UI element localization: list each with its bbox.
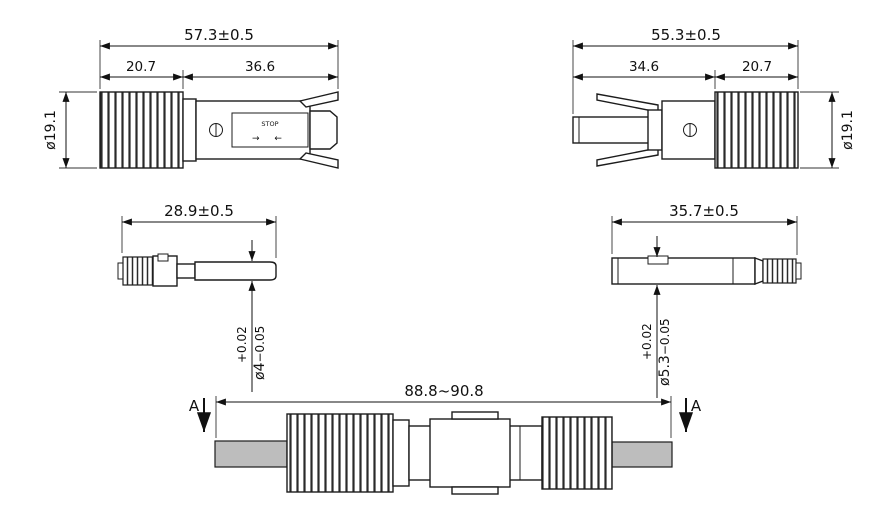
view-mated-assembly: 88.8~90.8 A A xyxy=(189,382,702,495)
dim-total-label: 28.9±0.5 xyxy=(164,202,234,220)
socket-taper xyxy=(754,256,764,286)
pin-tol-upper: +0.02 xyxy=(235,326,249,363)
socket-dia-base: ø5.3 xyxy=(657,355,673,386)
socket-tol-lower: −0.05 xyxy=(658,318,672,355)
socket-diameter-label: ø5.3−0.05 xyxy=(657,318,673,386)
socket-tail xyxy=(795,262,802,280)
dim-diameter-label: ø19.1 xyxy=(840,110,856,150)
socket-tol-upper: +0.02 xyxy=(640,323,654,360)
coupler-latch-top xyxy=(451,411,499,420)
female-grip-nut xyxy=(99,91,184,169)
dim-total-label: 35.7±0.5 xyxy=(669,202,739,220)
pin-collar-notch xyxy=(157,253,169,262)
cable-right xyxy=(611,441,673,468)
socket-crimp-barrel xyxy=(762,258,797,284)
pin-tail xyxy=(117,262,124,280)
view-connector-female: STOP → ← 57.3±0.5 20.7 36.6 ø19.1 xyxy=(43,26,339,169)
section-label-right: A xyxy=(691,397,702,415)
male-oring-collar xyxy=(647,109,663,151)
dim-seg1-label: 20.7 xyxy=(126,59,156,75)
female-latch-top xyxy=(298,91,339,108)
dim-total-label: 57.3±0.5 xyxy=(184,26,254,44)
cable-left xyxy=(214,440,288,468)
view-connector-male: 55.3±0.5 34.6 20.7 ø19.1 xyxy=(572,26,856,169)
female-latch-bottom xyxy=(298,152,339,169)
male-barrel xyxy=(572,116,651,144)
pin-tol-lower: −0.05 xyxy=(253,326,267,363)
pin-shaft xyxy=(194,261,277,281)
socket-latch-window xyxy=(647,255,669,265)
female-label-panel xyxy=(231,112,309,148)
stop-label: STOP xyxy=(261,120,278,128)
assembly-coupler-shell xyxy=(429,418,511,488)
dim-seg2-label: 20.7 xyxy=(742,59,772,75)
male-grip-nut xyxy=(714,91,799,169)
view-socket-contact: 35.7±0.5 +0.02 ø5.3−0.05 xyxy=(611,202,802,398)
dim-seg2-label: 36.6 xyxy=(245,59,275,75)
coupler-latch-bottom xyxy=(451,486,499,495)
panel-arrows-icon: → ← xyxy=(252,134,288,144)
assembly-grip-right xyxy=(541,416,613,490)
female-nose xyxy=(309,110,338,150)
dim-seg1-label: 34.6 xyxy=(629,59,659,75)
section-label-left: A xyxy=(189,397,200,415)
pin-dia-base: ø4 xyxy=(252,362,268,380)
female-collar xyxy=(182,98,197,162)
assembly-collar-left xyxy=(392,419,410,487)
dim-total-label: 55.3±0.5 xyxy=(651,26,721,44)
pin-neck xyxy=(176,263,196,279)
dim-diameter-label: ø19.1 xyxy=(43,110,59,150)
socket-tube xyxy=(611,257,756,285)
pin-crimp-barrel xyxy=(122,256,154,286)
view-pin-contact: 28.9±0.5 +0.02 ø4−0.05 xyxy=(117,202,277,392)
assembly-grip-left xyxy=(286,413,394,493)
pin-diameter-label: ø4−0.05 xyxy=(252,326,268,380)
dim-total-label: 88.8~90.8 xyxy=(404,382,483,400)
